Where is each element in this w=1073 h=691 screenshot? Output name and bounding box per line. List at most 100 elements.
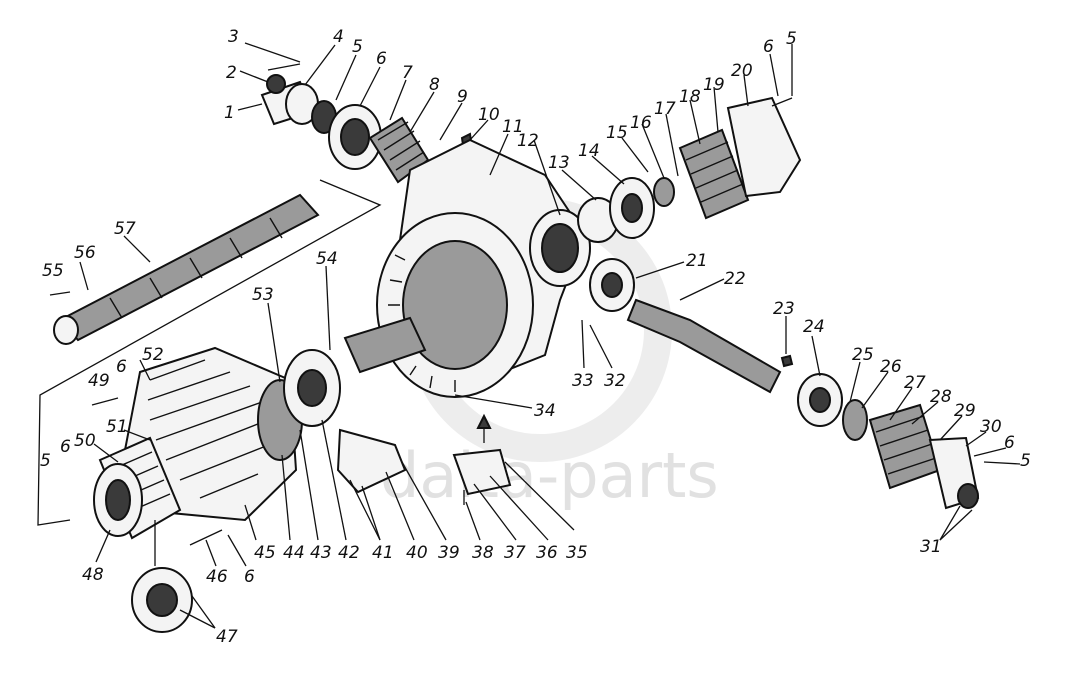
callout-29: 29: [954, 401, 976, 421]
bolt-part-49: [91, 397, 119, 406]
leader-36: [489, 475, 549, 541]
callout-25: 25: [852, 345, 874, 365]
housing-part-19: [678, 128, 750, 220]
callout-12: 12: [517, 131, 539, 151]
leader-5c: [983, 461, 1021, 465]
callout-38: 38: [472, 543, 494, 563]
leader-39: [401, 461, 447, 541]
leader-35: [504, 461, 575, 531]
leader-32: [589, 324, 613, 369]
leader-46: [205, 539, 217, 567]
leader-7: [389, 79, 407, 121]
callout-labels: 3 2 1 4 5 6 7 8 9 10 11 12 13 14 15 16 1…: [40, 27, 1031, 647]
leader-26: [861, 371, 889, 409]
leader-19: [713, 86, 719, 133]
callout-35: 35: [566, 543, 588, 563]
leader-48: [95, 529, 111, 563]
leader-20: [743, 74, 749, 107]
leader-13: [561, 169, 597, 201]
leader-15: [621, 137, 649, 173]
bearing-part-24-bore: [809, 387, 831, 413]
callout-28: 28: [930, 387, 952, 407]
leader-42: [321, 419, 347, 541]
callout-37: 37: [504, 543, 526, 563]
callout-52: 52: [142, 345, 164, 365]
bolt-part-46: [189, 529, 223, 546]
leader-22: [679, 278, 725, 301]
ring-part-16: [653, 177, 675, 207]
leader-10: [469, 119, 489, 141]
leader-56: [79, 261, 89, 291]
callout-56: 56: [74, 243, 96, 263]
right-shaft-assembly: [589, 258, 980, 510]
leader-6c: [973, 447, 1007, 457]
callout-43: 43: [310, 543, 332, 563]
differential-assembly: [91, 316, 427, 633]
callout-54: 54: [316, 249, 338, 269]
callout-51: 51: [106, 417, 128, 437]
callout-7: 7: [402, 63, 413, 83]
callout-46: 46: [206, 567, 228, 587]
callout-36: 36: [536, 543, 558, 563]
callout-6e: 6: [60, 437, 71, 457]
callout-55: 55: [42, 261, 64, 281]
cover-part-7-bore: [340, 118, 370, 156]
leader-47a: [179, 609, 216, 629]
callout-13: 13: [548, 153, 570, 173]
callout-3: 3: [228, 27, 239, 47]
leader-11: [489, 133, 509, 176]
seal-part-47-bore: [146, 583, 178, 617]
leader-16: [641, 123, 665, 179]
leader-51: [123, 429, 151, 441]
callout-5b: 5: [786, 29, 797, 49]
callout-18: 18: [679, 87, 701, 107]
callout-53: 53: [252, 285, 274, 305]
leader-3: [244, 42, 301, 63]
callout-39: 39: [438, 543, 460, 563]
callout-40: 40: [406, 543, 428, 563]
bearing-part-42-bore: [297, 369, 327, 407]
leader-29: [939, 415, 963, 441]
callout-26: 26: [880, 357, 902, 377]
callout-22: 22: [724, 269, 746, 289]
leader-21: [635, 261, 685, 279]
callout-41: 41: [372, 543, 394, 563]
callout-6b: 6: [763, 37, 774, 57]
callout-30: 30: [980, 417, 1002, 437]
callout-5c: 5: [1020, 451, 1031, 471]
leader-50: [93, 443, 119, 463]
leader-24: [811, 335, 821, 377]
leader-27: [889, 387, 913, 421]
callout-9: 9: [457, 87, 468, 107]
arrow-head-icon: [476, 413, 492, 429]
diff-housing-ribs: [147, 359, 269, 499]
spacer-part-26: [842, 399, 868, 441]
callout-11: 11: [502, 117, 524, 137]
callout-2: 2: [226, 63, 237, 83]
callout-6a: 6: [376, 49, 387, 69]
leader-40: [385, 471, 415, 541]
callout-34: 34: [534, 401, 556, 421]
center-housing: [376, 138, 591, 398]
leader-41a: [361, 485, 381, 541]
bolt-part-5-right: [771, 97, 793, 107]
leader-57: [123, 235, 151, 263]
bracket-line: [37, 179, 382, 526]
callout-16: 16: [630, 113, 652, 133]
seal-part-31: [957, 483, 979, 509]
housing-part-28-ribs: [875, 415, 937, 475]
leader-30: [965, 431, 987, 447]
callout-5a: 5: [352, 37, 363, 57]
callout-6f: 6: [116, 357, 127, 377]
leader-45: [244, 504, 257, 541]
callout-45: 45: [254, 543, 276, 563]
leader-9: [439, 102, 463, 141]
ring-gear-hub: [402, 240, 508, 370]
callout-50: 50: [74, 431, 96, 451]
callout-27: 27: [904, 373, 926, 393]
leader-14: [591, 155, 625, 185]
pinion-part-53: [343, 316, 427, 374]
leader-1: [237, 103, 263, 111]
